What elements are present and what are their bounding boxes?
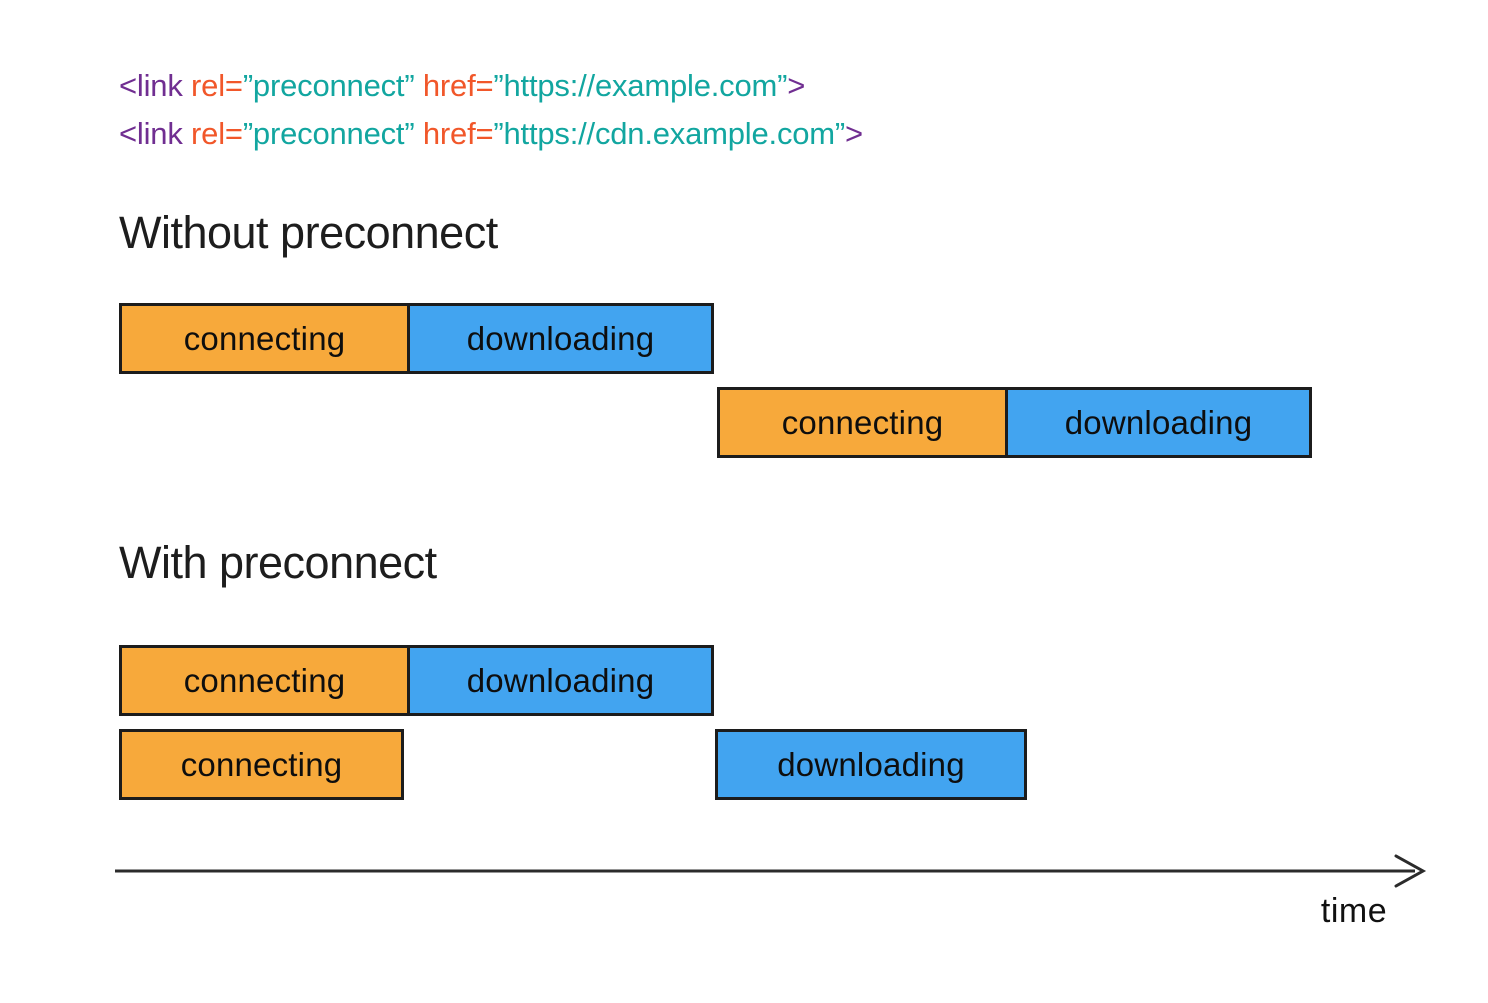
code-token-purple: > [845,116,863,151]
code-token-orange: href= [422,68,494,103]
bar-downloading: downloading [715,729,1027,800]
code-line-2: <link rel=”preconnect” href=”https://cdn… [119,110,863,158]
bar-downloading: downloading [1005,390,1309,455]
code-token-teal: ”preconnect” [242,68,423,103]
code-token-orange: rel= [191,68,243,103]
bar-connecting: connecting [122,648,407,713]
code-token-orange: rel= [191,116,243,151]
section-title-with-preconnect: With preconnect [119,537,437,588]
code-token-orange: href= [422,116,494,151]
bar-downloading: downloading [407,648,711,713]
section-title-without-preconnect: Without preconnect [119,207,498,258]
code-snippet: <link rel=”preconnect” href=”https://exa… [119,62,863,158]
code-token-purple: <link [119,68,192,103]
code-token-teal: ”preconnect” [242,116,423,151]
bar-connecting: connecting [122,306,407,371]
code-token-teal: ”https://example.com” [493,68,788,103]
code-token-purple: > [787,68,806,103]
bar-connecting: connecting [720,390,1005,455]
time-axis-label: time [1320,892,1388,930]
bar-downloading: downloading [407,306,711,371]
code-token-teal: ”https://cdn.example.com” [493,116,846,151]
code-token-purple: <link [119,116,192,151]
bar-connecting: connecting [119,729,404,800]
time-axis-arrow [115,854,1427,888]
code-line-1: <link rel=”preconnect” href=”https://exa… [119,62,863,110]
